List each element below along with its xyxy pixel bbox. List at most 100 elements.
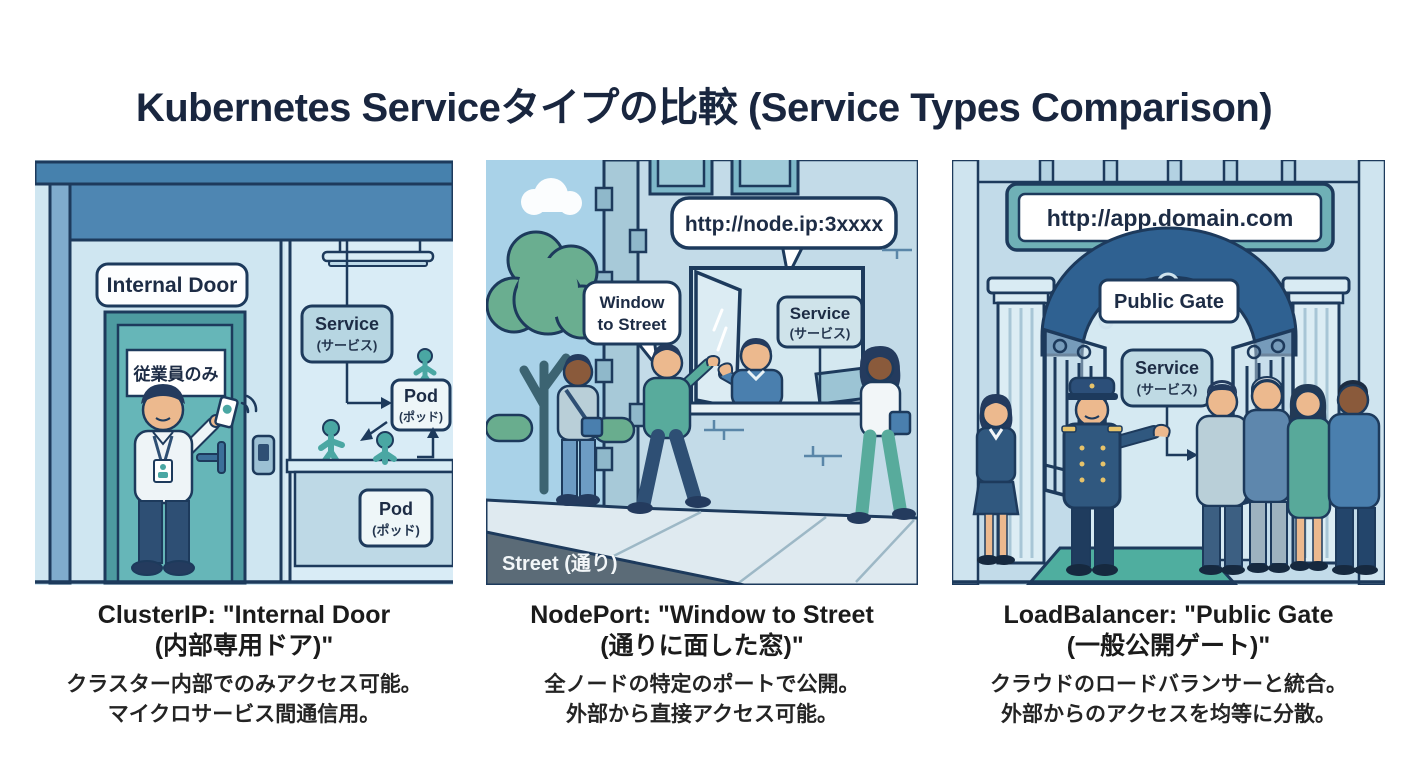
upper-window-icon bbox=[730, 160, 800, 196]
arrowhead-icon bbox=[1187, 449, 1198, 461]
roof-icon bbox=[35, 160, 453, 186]
nodeport-illustration: http://node.ip:3xxxx bbox=[486, 160, 918, 585]
connector-line bbox=[417, 436, 435, 459]
arrowhead-icon bbox=[427, 427, 439, 438]
arrowhead-icon bbox=[360, 428, 373, 441]
id-badge-icon bbox=[153, 459, 173, 483]
pod-box-1: Pod (ポッド) bbox=[390, 378, 452, 432]
pilaster bbox=[952, 160, 980, 585]
nodeport-desc-line1: 全ノードの特定のポートで公開。 bbox=[544, 673, 860, 696]
visitor-figure bbox=[1286, 384, 1332, 571]
upper-window-icon bbox=[648, 160, 714, 196]
service-label: Service bbox=[790, 304, 851, 323]
doorman-figure bbox=[1061, 376, 1171, 576]
arrowhead-icon bbox=[381, 397, 392, 409]
loadbalancer-illustration: http://app.domain.com Public Gate bbox=[952, 160, 1385, 585]
brick-mark bbox=[704, 248, 912, 466]
pod-figure bbox=[318, 419, 345, 469]
caption-clusterip: ClusterIP: "Internal Door (内部専用ドア)" クラスタ… bbox=[35, 600, 453, 730]
wall-post bbox=[48, 182, 72, 585]
clusterip-title-line2: (内部専用ドア)" bbox=[154, 632, 334, 660]
pod-sublabel: (ポッド) bbox=[399, 409, 443, 424]
collar bbox=[152, 431, 174, 446]
service-sublabel: (サービス) bbox=[1137, 382, 1198, 397]
cloud-icon bbox=[521, 178, 582, 215]
nodeport-desc-line2: 外部から直接アクセス可能。 bbox=[566, 703, 838, 726]
service-sublabel: (サービス) bbox=[317, 338, 378, 353]
window-sign-line1: Window bbox=[600, 293, 666, 312]
pod-sublabel: (ポッド) bbox=[372, 523, 420, 538]
pod-label: Pod bbox=[404, 386, 438, 406]
nodeport-title-line1: NodePort: "Window to Street bbox=[530, 601, 874, 629]
caption-nodeport: NodePort: "Window to Street (通りに面した窓)" 全… bbox=[486, 600, 918, 730]
pedestrian-figure bbox=[847, 346, 916, 524]
glass-reflection bbox=[712, 308, 728, 352]
nodeport-title: NodePort: "Window to Street (通りに面した窓)" bbox=[486, 600, 918, 662]
url-label: http://node.ip:3xxxx bbox=[685, 213, 884, 236]
loadbalancer-desc-line1: クラウドのロードバランサーと統合。 bbox=[990, 673, 1347, 696]
street bbox=[486, 530, 745, 585]
employee-figure bbox=[131, 384, 258, 576]
sweater bbox=[730, 368, 784, 408]
hair bbox=[740, 338, 772, 352]
visitor-figure bbox=[1242, 376, 1292, 573]
wifi-icon bbox=[240, 394, 258, 414]
balustrade-post bbox=[1038, 160, 1297, 184]
pod-label: Pod bbox=[379, 499, 413, 519]
loadbalancer-title-line2: (一般公開ゲート)" bbox=[1066, 632, 1271, 660]
door-handle-icon bbox=[217, 441, 226, 474]
hair bbox=[141, 388, 185, 404]
url-speech-bubble: http://node.ip:3xxxx bbox=[670, 196, 898, 281]
panel-loadbalancer: http://app.domain.com Public Gate bbox=[952, 160, 1385, 585]
bush-icon bbox=[486, 413, 534, 443]
pants bbox=[165, 500, 190, 564]
pod-figure bbox=[373, 431, 397, 465]
nodeport-title-line2: (通りに面した窓)" bbox=[600, 632, 804, 660]
staff-figure bbox=[972, 394, 1020, 565]
visitor-figure bbox=[1195, 380, 1249, 575]
connector-line bbox=[1165, 406, 1187, 457]
service-box: Service (サービス) bbox=[776, 295, 864, 403]
visitor-figure bbox=[1327, 380, 1381, 575]
clusterip-illustration: Internal Door 従業員のみ bbox=[35, 160, 453, 585]
pod-figure bbox=[413, 348, 437, 389]
shoe bbox=[163, 560, 195, 576]
service-box: Service (サービス) bbox=[300, 304, 394, 364]
pod-box-2: Pod (ポッド) bbox=[358, 488, 434, 548]
internal-door-sign: Internal Door bbox=[95, 262, 249, 308]
clusterip-title: ClusterIP: "Internal Door (内部専用ドア)" bbox=[35, 600, 453, 662]
service-label: Service bbox=[315, 314, 379, 334]
employees-only-label: 従業員のみ bbox=[133, 364, 219, 384]
sidewalk-seam bbox=[735, 516, 827, 585]
loadbalancer-title-line1: LoadBalancer: "Public Gate bbox=[1003, 601, 1334, 629]
sidewalk-seam bbox=[855, 519, 915, 583]
internal-door-label: Internal Door bbox=[107, 274, 238, 297]
panel-clusterip: Internal Door 従業員のみ bbox=[35, 160, 453, 585]
wall-band bbox=[68, 182, 453, 242]
clusterip-desc-line1: クラスター内部でのみアクセス可能。 bbox=[66, 673, 422, 696]
loadbalancer-desc-line2: 外部からのアクセスを均等に分散。 bbox=[1001, 703, 1336, 726]
badge-photo bbox=[160, 464, 166, 470]
clusterip-desc-line2: マイクロサービス間通信用。 bbox=[107, 703, 381, 726]
window-sign-line2: to Street bbox=[598, 315, 667, 334]
ceiling-lamp-icon bbox=[321, 240, 435, 267]
card-reader-icon bbox=[251, 434, 276, 476]
panel-nodeport: http://node.ip:3xxxx bbox=[486, 160, 918, 585]
window-counter bbox=[687, 401, 867, 416]
clusterip-description: クラスター内部でのみアクセス可能。 マイクロサービス間通信用。 bbox=[35, 670, 453, 730]
page-title: Kubernetes Serviceタイプの比較 (Service Types … bbox=[135, 85, 1273, 130]
public-gate-sign: Public Gate bbox=[1098, 278, 1240, 324]
clerk-figure bbox=[717, 338, 784, 408]
loadbalancer-title: LoadBalancer: "Public Gate (一般公開ゲート)" bbox=[952, 600, 1385, 662]
pants bbox=[138, 500, 163, 564]
tree-icon bbox=[486, 230, 610, 495]
hand bbox=[717, 362, 734, 377]
pedestrian-figure bbox=[627, 344, 721, 514]
keycard-icon bbox=[214, 395, 239, 429]
desk bbox=[285, 458, 453, 474]
smile bbox=[155, 417, 171, 422]
collar bbox=[746, 369, 766, 382]
nodeport-description: 全ノードの特定のポートで公開。 外部から直接アクセス可能。 bbox=[486, 670, 918, 730]
shoe bbox=[131, 560, 163, 576]
